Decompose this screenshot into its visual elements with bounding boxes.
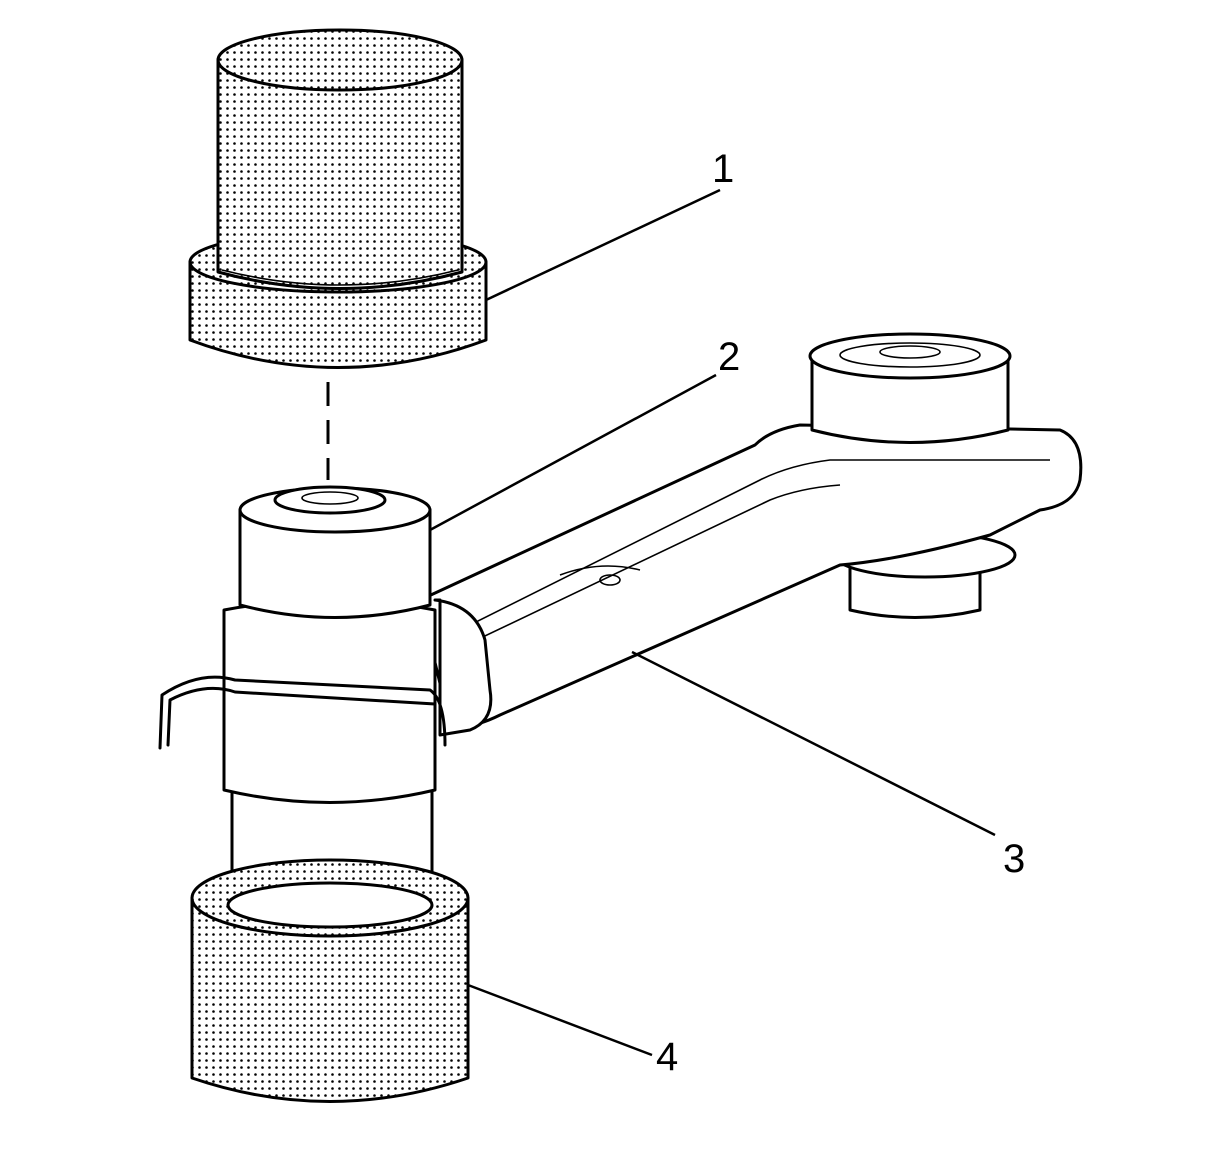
callout-1: 1	[712, 147, 734, 191]
upper-tool	[188, 28, 488, 369]
leader-line-3	[631, 650, 996, 837]
callout-2: 2	[718, 335, 740, 379]
leader-line-4	[467, 983, 653, 1057]
bushing-assembly	[158, 485, 447, 907]
callout-3: 3	[1003, 837, 1025, 881]
lower-tool	[190, 858, 470, 1103]
leader-line-2	[429, 373, 717, 532]
callout-4: 4	[656, 1035, 678, 1079]
leader-line-1	[485, 188, 721, 302]
connecting-rod	[418, 332, 1083, 737]
